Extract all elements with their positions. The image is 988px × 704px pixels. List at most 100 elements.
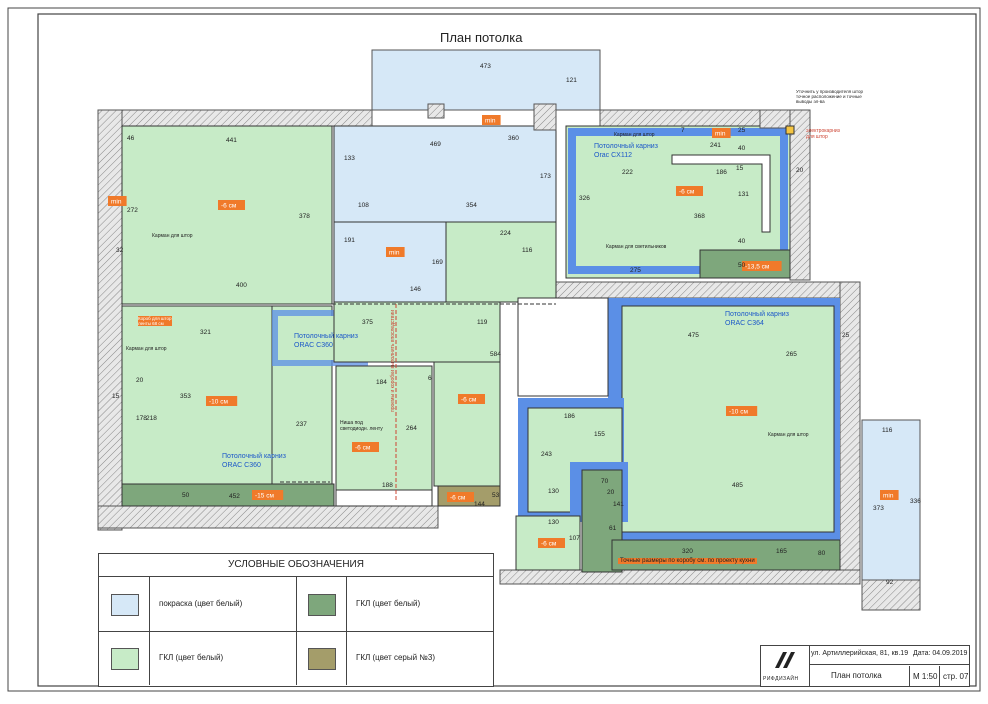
dimension-label: 92 [886,579,894,586]
level-tag [482,115,501,125]
legend-title: УСЛОВНЫЕ ОБОЗНАЧЕНИЯ [99,554,493,577]
dimension-label: 485 [732,482,743,489]
level-tag-text: min [883,493,894,500]
legend-swatch-gkl-grey [308,648,336,670]
level-tag [252,490,284,500]
level-tag-text: -6 см [541,541,557,548]
legend-label: ГКЛ (цвет белый) [356,599,421,608]
level-tag [386,247,405,257]
level-tag-text: min [715,131,726,138]
top-right-note: Уточнить у производителя штор точное рас… [796,89,863,104]
level-tag [742,261,782,271]
room-1 [121,125,333,305]
niche-led-label: Ниша под светодиодн. ленту [340,420,383,432]
dimension-label: 272 [127,207,138,214]
dimension-label: 368 [694,213,705,220]
dimension-label: 7 [681,127,685,134]
pocket-lights-label: Карман для светильников [606,244,667,250]
dimension-label: 320 [682,548,693,555]
balcony-top [371,49,601,111]
stamp-address: ул. Артиллерийская, 81, кв.19 [811,650,909,657]
dimension-label: 400 [236,282,247,289]
dimension-label: 441 [226,137,237,144]
dimension-label: 173 [540,173,551,180]
dimension-label: 178 [136,415,147,422]
dimension-label: 188 [382,482,393,489]
dimension-label: 165 [776,548,787,555]
legend-row: покраска (цвет белый) ГКЛ (цвет белый) [99,577,493,632]
small-note-label: Короб для штор ленты 68 см [138,316,172,326]
dimension-label: 130 [548,519,559,526]
dimension-label: 218 [146,415,157,422]
dimension-label: 141 [613,501,624,508]
dimension-label: 237 [296,421,307,428]
level-tag-text: min [111,199,122,206]
wall-left [97,109,123,531]
dimension-label: 15 [112,393,120,400]
dimension-label: 6 [428,375,432,382]
room-hall [445,221,557,303]
title-block: РИФДИЗАЙН ул. Артиллерийская, 81, кв.19 … [760,645,970,687]
dimension-label: 121 [566,77,577,84]
dimension-label: 452 [229,493,240,500]
level-tag-text: -6 см [450,495,466,502]
dimension-label: 321 [200,329,211,336]
wall-bottom-left [97,505,439,529]
legend: УСЛОВНЫЕ ОБОЗНАЧЕНИЯ покраска (цвет белы… [98,553,494,687]
brand-logo [761,646,810,686]
dimension-label: 20 [796,167,804,174]
dimension-label: 378 [299,213,310,220]
dimension-label: 326 [579,195,590,202]
cornice-c360-label-a: Потолочный карниз ORAC C360 [294,333,358,349]
dimension-label: 53 [492,492,500,499]
dimension-label: 186 [716,169,727,176]
wall-balcony-bottom [861,579,921,611]
level-tag-text: -6 см [679,189,695,196]
dimension-label: 360 [508,135,519,142]
level-tag-text: -15 см [255,493,274,500]
stamp-sheet-name: План потолка [831,671,882,680]
room-bath [335,365,433,491]
dimension-label: 264 [406,425,417,432]
dimension-label: 108 [358,202,369,209]
light-pocket [671,154,771,233]
dimension-label: 375 [362,319,373,326]
dimension-label: 155 [594,431,605,438]
level-tag-text: min [485,118,496,125]
dimension-label: 186 [564,413,575,420]
wall-right [839,281,861,583]
legend-label: ГКЛ (цвет серый №3) [356,653,435,662]
dimension-label: 191 [344,237,355,244]
inner-frame [37,13,977,687]
brand-name: РИФДИЗАЙН [763,676,799,682]
dimension-label: 20 [136,377,144,384]
dimension-label: 131 [738,191,749,198]
dimension-label: 46 [127,135,135,142]
dimension-label: 107 [569,535,580,542]
level-tag-text: -6 см [221,203,237,210]
legend-swatch-gkl-light [111,648,139,670]
curtain-pocket-label-2: Карман для штор [126,346,167,352]
dimension-label: 116 [882,427,893,434]
level-tag [538,538,565,548]
dimension-label: 32 [116,247,124,254]
dimension-label: 50 [738,262,746,269]
stamp-date: Дата: 04.09.2019 [913,650,968,657]
dimension-label: 15 [736,165,744,172]
level-tag-text: -6 см [355,445,371,452]
bottom-note-label: Точные размеры по коробу см. по проекту … [618,558,757,564]
dimension-label: 265 [786,351,797,358]
cornice-cx112-label: Потолочный карниз Orac CX112 [594,143,658,159]
level-tag-text: -10 см [729,409,748,416]
level-tag [206,396,238,406]
level-tag [880,490,899,500]
dimension-label: 354 [466,202,477,209]
dimension-label: 184 [376,379,387,386]
dimension-label: 119 [477,319,488,326]
dimension-label: 130 [548,488,559,495]
dimension-label: 584 [490,351,501,358]
legend-label: ГКЛ (цвет белый) [159,653,224,662]
dimension-label: 475 [688,332,699,339]
